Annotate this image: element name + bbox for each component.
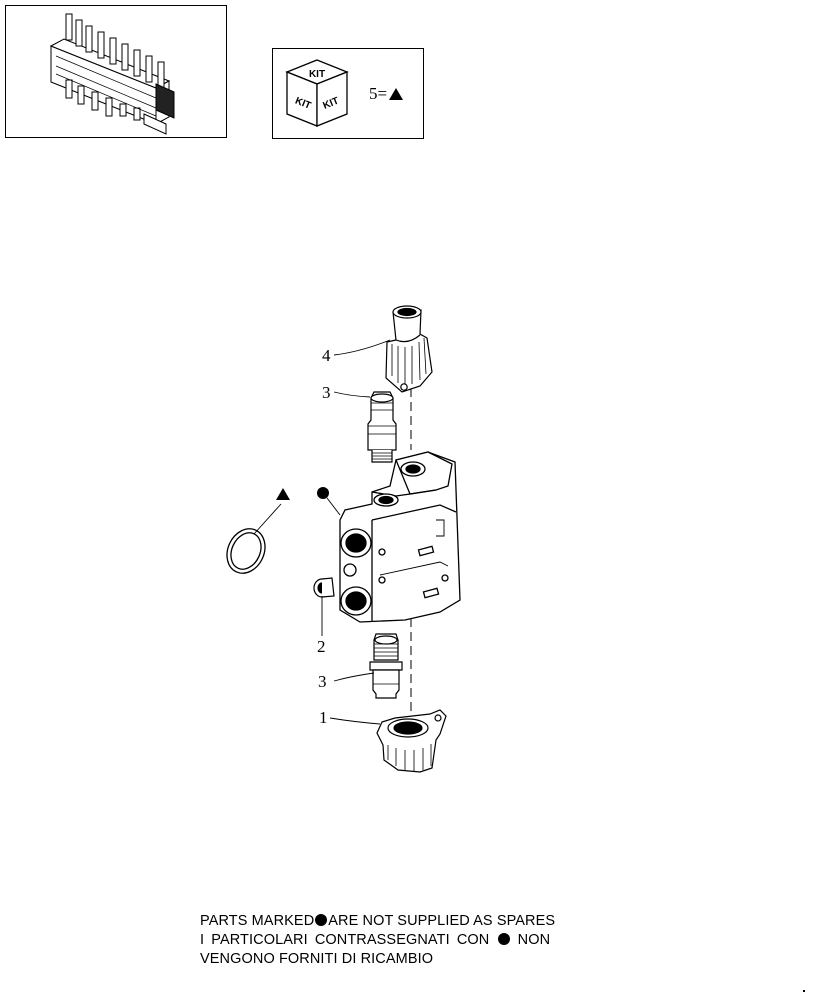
- part-1-cap: [376, 709, 447, 773]
- page-corner-mark: [803, 990, 805, 992]
- leader-triangle: [253, 503, 282, 535]
- part-2-plug: [313, 577, 335, 598]
- kit-legend-box: KIT KIT KIT 5=: [272, 48, 424, 139]
- note-line-1: PARTS MARKED ARE NOT SUPPLIED AS SPARES: [200, 913, 555, 930]
- valve-body: [339, 451, 461, 623]
- note-line-2-end: NON: [517, 932, 551, 948]
- kit-item-equation: 5=: [369, 84, 404, 104]
- assembly-thumbnail: [5, 5, 227, 138]
- callout-4: 4: [322, 346, 331, 365]
- valve-bank-thumbnail-image: [49, 13, 175, 135]
- triangle-icon: [389, 88, 404, 100]
- leader-1: [329, 717, 381, 725]
- callout-3-upper: 3: [322, 383, 331, 402]
- note-line-2-start: I PARTICOLARI CONTRASSEGNATI CON: [200, 932, 490, 948]
- kit-label-top: KIT: [309, 69, 325, 80]
- part-4-cap: [385, 305, 433, 393]
- part-3-upper-cartridge: [367, 391, 397, 463]
- o-ring-seal: [226, 528, 266, 574]
- leader-4: [333, 339, 391, 356]
- triangle-icon: [276, 488, 290, 500]
- leader-circle: [326, 497, 341, 516]
- kit-cube-icon: KIT KIT KIT: [285, 59, 349, 127]
- part-3-lower-cartridge: [369, 633, 403, 699]
- note-line-3: VENGONO FORNITI DI RICAMBIO: [200, 951, 434, 967]
- callout-1: 1: [319, 708, 328, 727]
- kit-equals-sign: =: [377, 84, 388, 103]
- circle-icon: [315, 914, 328, 926]
- circle-icon: [317, 487, 329, 499]
- note-line-2: I PARTICOLARI CONTRASSEGNATI CON NON: [200, 932, 550, 949]
- callout-3-lower: 3: [318, 672, 327, 691]
- leader-lines: [253, 339, 391, 725]
- callout-2: 2: [317, 637, 326, 656]
- circle-icon: [497, 933, 510, 945]
- kit-item-number: 5: [369, 84, 378, 103]
- note-line-1-start: PARTS MARKED: [200, 913, 315, 929]
- note-line-1-end: ARE NOT SUPPLIED AS SPARES: [328, 913, 556, 929]
- leader-3-lower: [333, 672, 375, 682]
- leader-3-upper: [333, 391, 371, 398]
